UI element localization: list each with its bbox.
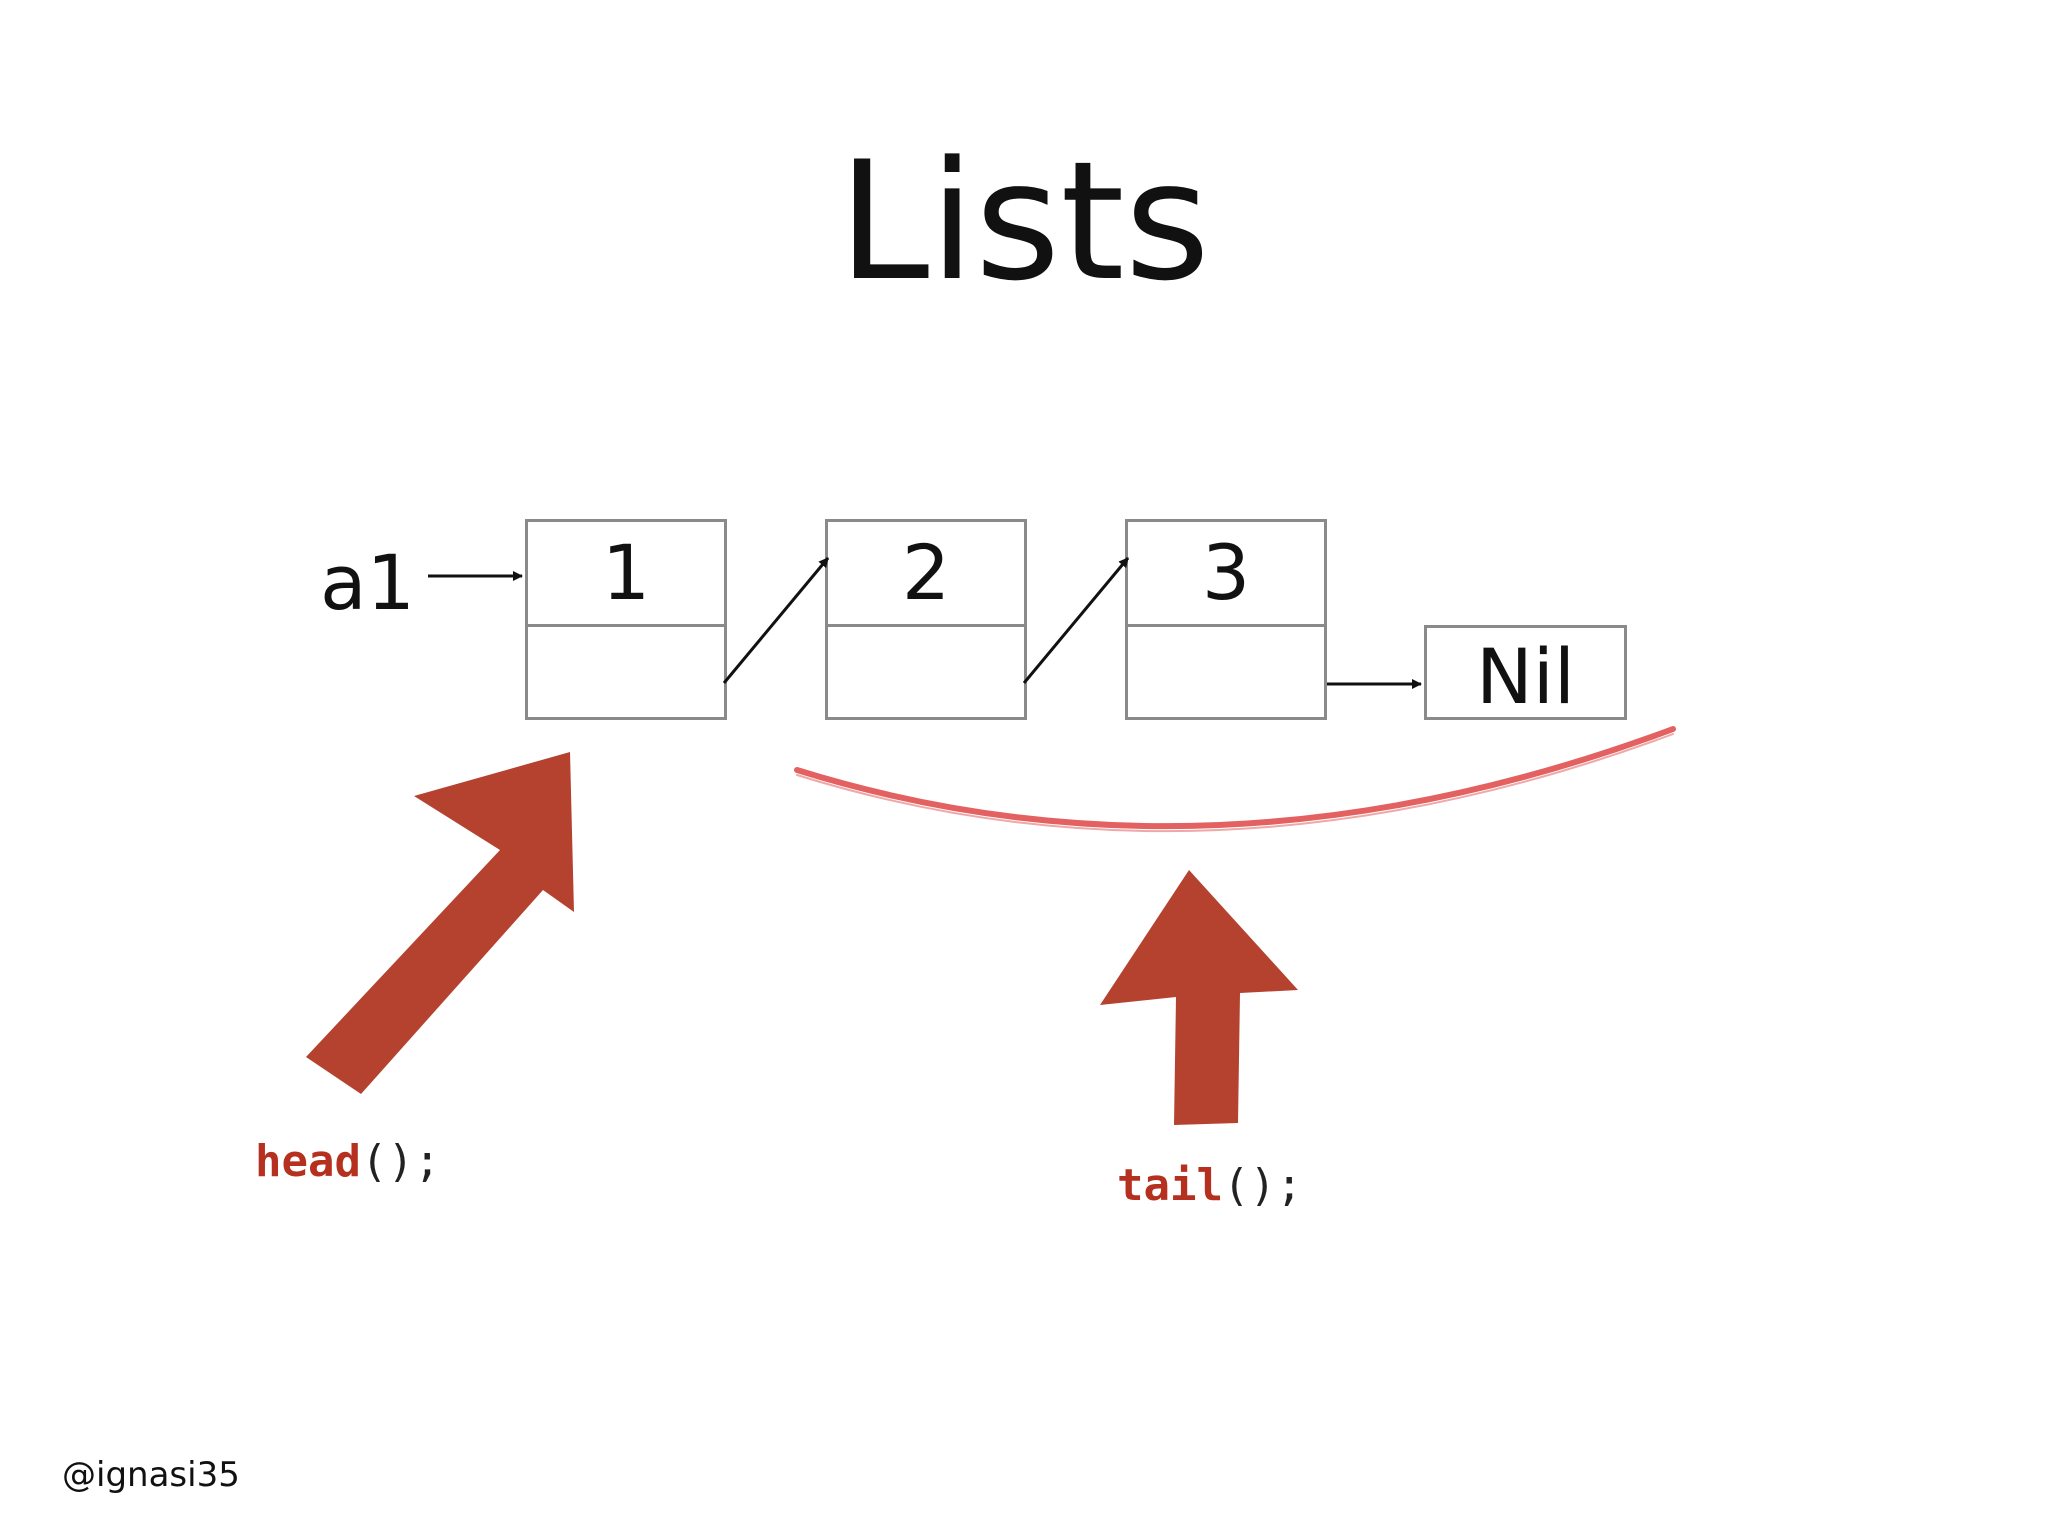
slide-title: Lists	[837, 126, 1211, 317]
link-arrow-1-2	[722, 557, 830, 684]
tail-function-name: tail	[1117, 1160, 1223, 1211]
nil-node: Nil	[1424, 625, 1627, 720]
head-function-name: head	[255, 1136, 361, 1187]
variable-label: a1	[320, 538, 415, 627]
node-1-value: 1	[601, 528, 651, 617]
head-call-suffix: ();	[360, 1136, 441, 1187]
node-3-value-cell: 3	[1125, 519, 1327, 627]
link-arrow-2-3	[1022, 557, 1130, 684]
node-3-value: 3	[1201, 528, 1251, 617]
head-pointer-arrow	[306, 752, 574, 1094]
node-1-value-cell: 1	[525, 519, 727, 627]
tail-pointer-arrow	[1100, 870, 1298, 1125]
tail-call-label: tail();	[1117, 1164, 1302, 1208]
node-3-next-cell	[1125, 624, 1327, 720]
author-handle: @ignasi35	[62, 1455, 240, 1495]
tail-highlight-curve	[794, 726, 1676, 830]
node-1-next-cell	[525, 624, 727, 720]
head-call-label: head();	[255, 1140, 440, 1184]
node-2-value: 2	[901, 528, 951, 617]
node-2-next-cell	[825, 624, 1027, 720]
tail-call-suffix: ();	[1222, 1160, 1303, 1211]
nil-label: Nil	[1475, 632, 1576, 721]
